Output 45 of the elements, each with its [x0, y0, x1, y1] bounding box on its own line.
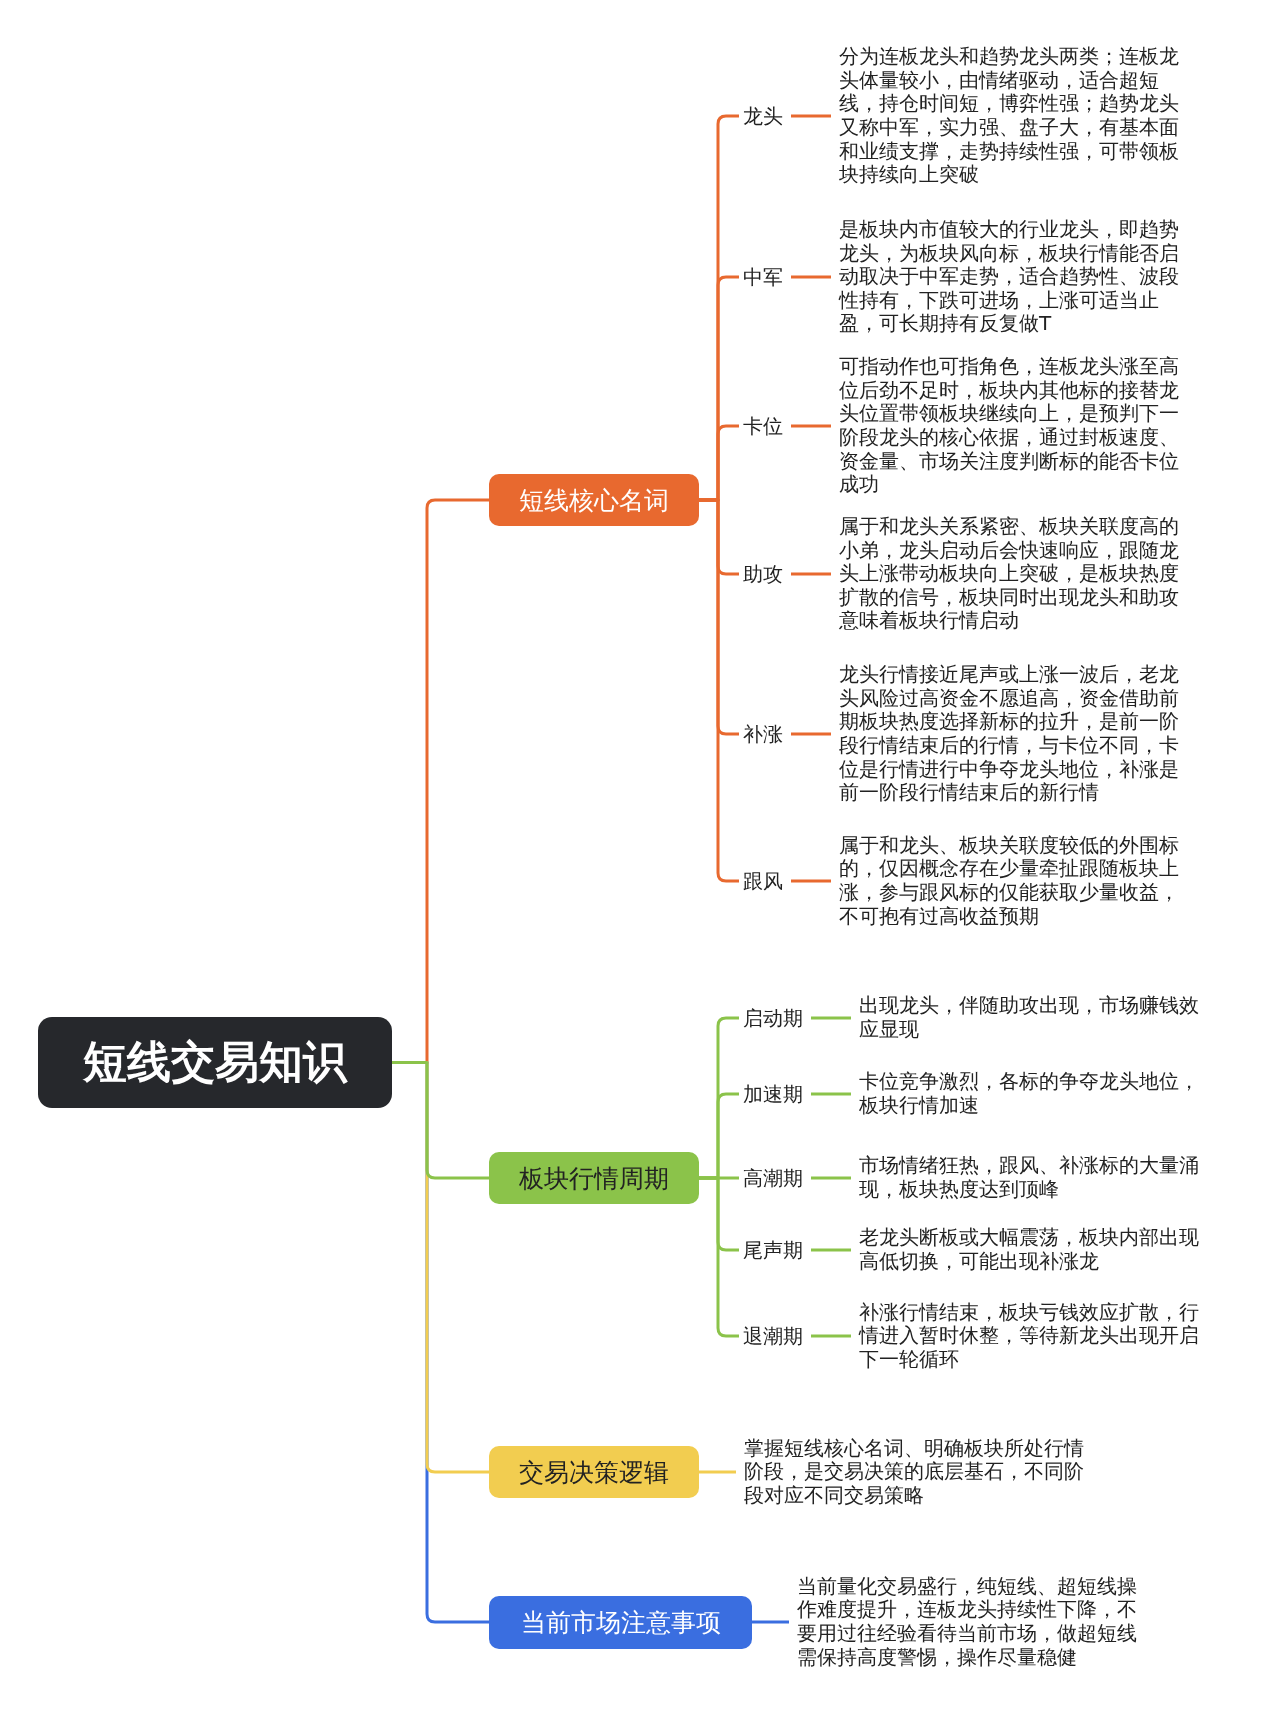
subtopic-label: 高潮期	[739, 1165, 811, 1191]
connector-line	[791, 572, 831, 576]
connector-line	[791, 275, 831, 279]
description-text: 是板块内市值较大的行业龙头，即趋势龙头，为板块风向标，板块行情能否启动取决于中军走势，适合趋势性、波段性持有，下跌可进场，上涨可适当止盈，可长期持有反复做T	[831, 218, 1191, 336]
subtopic-label: 卡位	[739, 413, 791, 439]
description-text: 龙头行情接近尾声或上涨一波后，老龙头风险过高资金不愿追高，资金借助前期板块热度选择新标的拉升，是前一阶段行情结束后的行情，与卡位不同，卡位是行情进行中争夺龙头地位，补涨是前一阶段行情结束后的新行情	[831, 663, 1191, 805]
connector-line	[699, 1176, 739, 1180]
subtopic-label: 尾声期	[739, 1237, 811, 1263]
connector-line	[811, 1248, 851, 1252]
connector-line	[811, 1016, 851, 1020]
branch-topic: 板块行情周期	[489, 1152, 699, 1204]
description-text: 老龙头断板或大幅震荡，板块内部出现高低切换，可能出现补涨龙	[851, 1226, 1211, 1274]
subtopic-label: 启动期	[739, 1005, 811, 1031]
connector-line	[392, 1061, 489, 1180]
subtopic-label: 龙头	[739, 103, 791, 129]
description-text: 属于和龙头、板块关联度较低的外围标的，仅因概念存在少量牵扯跟随板块上涨，参与跟风标的仅能获取少量收益，不可抱有过高收益预期	[831, 833, 1191, 929]
description-text: 补涨行情结束，板块亏钱效应扩散，行情进入暂时休整，等待新龙头出现开启下一轮循环	[851, 1300, 1211, 1372]
connector-line	[791, 879, 831, 883]
subtopic-label: 退潮期	[739, 1323, 811, 1349]
connector-line	[791, 114, 831, 118]
description-text: 市场情绪狂热，跟风、补涨标的大量涌现，板块热度达到顶峰	[851, 1154, 1211, 1202]
connector-line	[752, 1620, 789, 1624]
description-text: 分为连板龙头和趋势龙头两类；连板龙头体量较小，由情绪驱动，适合超短线，持仓时间短，博弈性强；趋势龙头又称中军，实力强、盘子大，有基本面和业绩支撑，走势持续性强，可带领板块持续向上突破	[831, 45, 1191, 187]
description-text: 掌握短线核心名词、明确板块所处行情阶段，是交易决策的底层基石，不同阶段对应不同交易策略	[736, 1436, 1096, 1508]
subtopic-label: 补涨	[739, 721, 791, 747]
connector-line	[811, 1176, 851, 1180]
description-text: 属于和龙头关系紧密、板块关联度高的小弟，龙头启动后会快速响应，跟随龙头上涨带动板块向上突破，是板块热度扩散的信号，板块同时出现龙头和助攻意味着板块行情启动	[831, 515, 1191, 633]
connector-line	[791, 424, 831, 428]
connector-line	[699, 1470, 736, 1474]
subtopic-label: 跟风	[739, 868, 791, 894]
connector-line	[791, 732, 831, 736]
description-text: 出现龙头，伴随助攻出现，市场赚钱效应显现	[851, 994, 1211, 1042]
connector-line	[699, 498, 739, 576]
subtopic-label: 加速期	[739, 1081, 811, 1107]
branch-topic: 交易决策逻辑	[489, 1446, 699, 1498]
description-text: 可指动作也可指角色，连板龙头涨至高位后劲不足时，板块内其他标的接替龙头位置带领板块继续向上，是预判下一阶段龙头的核心依据，通过封板速度、资金量、市场关注度判断标的能否卡位成功	[831, 355, 1191, 497]
connector-line	[811, 1092, 851, 1096]
connector-line	[811, 1334, 851, 1338]
description-text: 当前量化交易盛行，纯短线、超短线操作难度提升，连板龙头持续性下降，不要用过往经验看待当前市场，做超短线需保持高度警惕，操作尽量稳健	[789, 1574, 1149, 1670]
description-text: 卡位竞争激烈，各标的争夺龙头地位，板块行情加速	[851, 1070, 1211, 1118]
central-topic: 短线交易知识	[38, 1017, 392, 1108]
subtopic-label: 中军	[739, 264, 791, 290]
subtopic-label: 助攻	[739, 561, 791, 587]
branch-topic: 当前市场注意事项	[489, 1595, 752, 1649]
branch-topic: 短线核心名词	[489, 474, 699, 526]
